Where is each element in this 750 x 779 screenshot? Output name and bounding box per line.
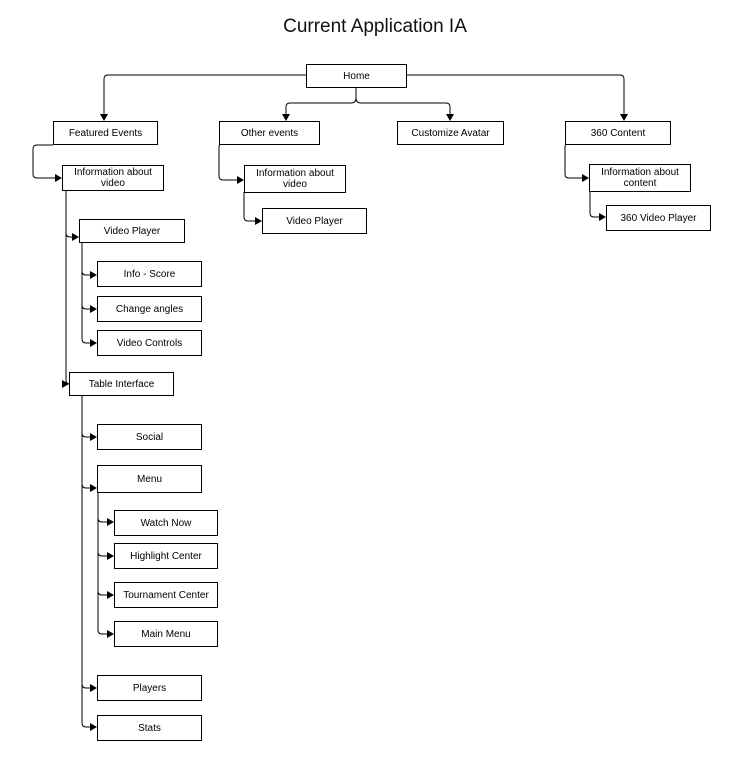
arrowhead bbox=[72, 233, 79, 241]
edge-home-middle bbox=[285, 88, 357, 114]
node-info-content: Information about content bbox=[589, 164, 691, 192]
node-social: Social bbox=[97, 424, 202, 450]
node-stats: Stats bbox=[97, 715, 202, 741]
edge-menu-highlight bbox=[97, 551, 107, 557]
arrowhead bbox=[90, 271, 97, 279]
node-home: Home bbox=[306, 64, 407, 88]
arrowhead bbox=[599, 213, 606, 221]
edge-table-players bbox=[81, 683, 90, 689]
edge-home-featured bbox=[103, 74, 306, 114]
node-change-angles: Change angles bbox=[97, 296, 202, 322]
arrowhead bbox=[62, 380, 69, 388]
edge-otherinfo-player bbox=[243, 192, 255, 222]
edge-table-social bbox=[81, 432, 90, 438]
edge-menu-watchnow bbox=[97, 517, 107, 523]
node-menu: Menu bbox=[97, 465, 202, 493]
node-360-content: 360 Content bbox=[565, 121, 671, 145]
node-featured-info-video: Information about video bbox=[62, 165, 164, 191]
arrowhead bbox=[90, 305, 97, 313]
node-360-video-player: 360 Video Player bbox=[606, 205, 711, 231]
edge-info-table bbox=[62, 233, 71, 385]
arrowhead bbox=[55, 174, 62, 182]
edge-home-customize bbox=[355, 97, 451, 114]
node-featured-events: Featured Events bbox=[53, 121, 158, 145]
edge-menu-tournament bbox=[97, 590, 107, 596]
arrowhead bbox=[255, 217, 262, 225]
node-main-menu: Main Menu bbox=[114, 621, 218, 647]
edge-featured-info bbox=[32, 144, 55, 179]
node-customize-avatar: Customize Avatar bbox=[397, 121, 504, 145]
edge-menu-children bbox=[97, 492, 107, 635]
node-other-video-player: Video Player bbox=[262, 208, 367, 234]
edge-vp-children bbox=[81, 242, 90, 344]
edge-360-info bbox=[564, 142, 582, 179]
node-tournament-center: Tournament Center bbox=[114, 582, 218, 608]
arrowhead bbox=[90, 723, 97, 731]
arrowhead bbox=[446, 114, 454, 121]
arrowhead bbox=[237, 176, 244, 184]
node-other-info-video: Information about video bbox=[244, 165, 346, 193]
edge-vp-infoscore bbox=[81, 270, 90, 276]
arrowhead bbox=[107, 552, 114, 560]
edge-table-children bbox=[81, 394, 90, 728]
edge-table-menu bbox=[81, 483, 90, 489]
arrowhead bbox=[90, 684, 97, 692]
edge-vp-angles bbox=[81, 304, 90, 310]
node-watch-now: Watch Now bbox=[114, 510, 218, 536]
node-info-score: Info - Score bbox=[97, 261, 202, 287]
node-featured-video-player: Video Player bbox=[79, 219, 185, 243]
arrowhead bbox=[582, 174, 589, 182]
arrowhead bbox=[107, 630, 114, 638]
arrowhead bbox=[620, 114, 628, 121]
node-table-interface: Table Interface bbox=[69, 372, 174, 396]
diagram-title: Current Application IA bbox=[283, 16, 467, 37]
arrowhead bbox=[107, 591, 114, 599]
edge-360info-player bbox=[589, 192, 599, 218]
node-other-events: Other events bbox=[219, 121, 320, 145]
arrowhead bbox=[90, 339, 97, 347]
node-video-controls: Video Controls bbox=[97, 330, 202, 356]
arrowhead bbox=[100, 114, 108, 121]
arrowhead bbox=[90, 484, 97, 492]
edge-other-info bbox=[218, 142, 237, 181]
node-highlight-center: Highlight Center bbox=[114, 543, 218, 569]
node-players: Players bbox=[97, 675, 202, 701]
edge-info-videoplayer bbox=[65, 190, 72, 238]
arrowhead bbox=[282, 114, 290, 121]
edge-home-360 bbox=[407, 74, 625, 114]
arrowhead bbox=[90, 433, 97, 441]
arrowhead bbox=[107, 518, 114, 526]
